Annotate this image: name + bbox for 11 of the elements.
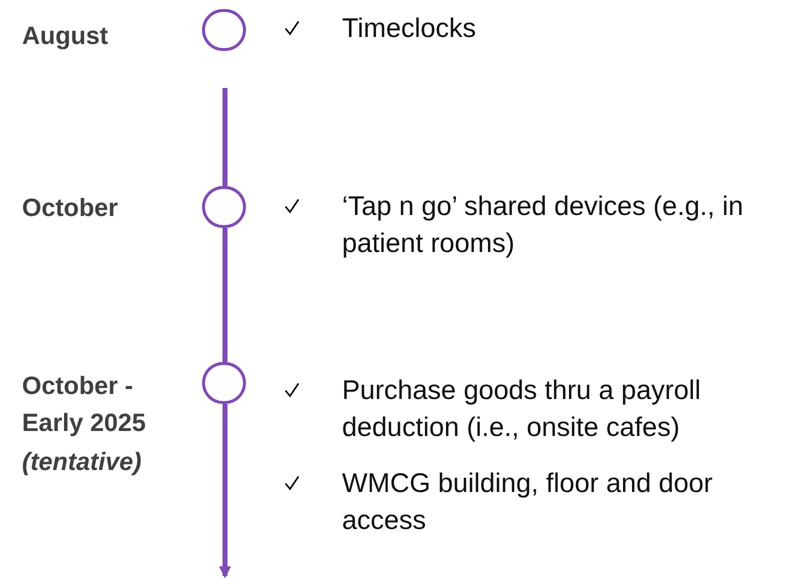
timeline-item-text: Purchase goods thru a payroll deduction (i.e., onsite cafes) — [342, 374, 702, 444]
timeline-item-text: Timeclocks — [342, 12, 478, 45]
date-label: October - Early 2025 — [22, 371, 147, 439]
timeline-line — [222, 228, 228, 362]
date-label: October — [22, 193, 119, 224]
tentative-note: (tentative) — [22, 447, 142, 478]
date-label: August — [22, 21, 110, 52]
timeline-line — [222, 88, 228, 186]
timeline-item-text: ‘Tap n go’ shared devices (e.g., in patient rooms) — [342, 190, 744, 260]
timeline-item-text: WMCG building, floor and door access — [342, 467, 714, 537]
timeline-line — [219, 404, 231, 578]
